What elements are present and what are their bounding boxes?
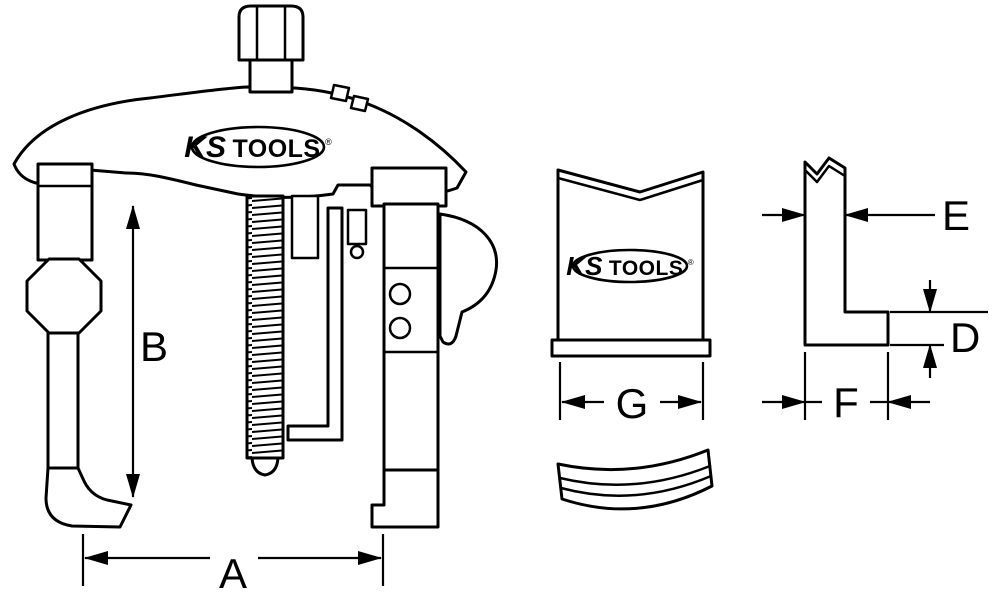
logo-ks: KS — [566, 251, 603, 281]
jaw-base — [550, 338, 712, 358]
logo-oval — [571, 248, 689, 284]
hex-facet-lines — [255, 5, 287, 61]
right-arm-head — [370, 166, 448, 208]
dimension-d: D — [890, 280, 988, 378]
jaw-break-line — [556, 176, 705, 202]
spindle-tip — [250, 456, 280, 477]
spindle-threads — [247, 196, 283, 458]
logo-text: KS TOOLS ® — [566, 251, 693, 281]
jaw-side-profile — [803, 156, 890, 347]
dim-g-extension-lines — [558, 362, 705, 420]
curved-segment-inner-line — [558, 464, 712, 486]
dimension-f: F — [762, 352, 930, 426]
logo-text: KS TOOLS ® — [184, 131, 332, 164]
left-arm-knob — [25, 257, 103, 335]
curved-segment-inner-line — [559, 474, 713, 497]
right-arm-cam — [438, 212, 499, 346]
right-arm-pin — [388, 316, 412, 340]
dim-label-d: D — [950, 314, 980, 361]
puller-front-view: KS TOOLS ® — [12, 4, 499, 529]
hub-block — [290, 194, 320, 260]
logo-oval — [190, 125, 326, 169]
dim-a-extension-lines — [81, 534, 385, 586]
jaw-side-break-line — [803, 164, 847, 184]
clamp-stub — [346, 208, 368, 246]
left-arm-hook — [44, 466, 133, 529]
beam-nub — [329, 83, 351, 103]
curved-segment-view — [556, 448, 714, 511]
dimension-e: E — [762, 192, 970, 239]
beam-nub — [349, 94, 370, 113]
dim-label-f: F — [833, 379, 859, 426]
dim-label-e: E — [942, 192, 970, 239]
logo-ks: KS — [184, 131, 226, 164]
jaw-side-view — [803, 156, 890, 347]
right-arm-body — [382, 202, 440, 472]
logo-tools: TOOLS — [232, 135, 320, 163]
logo-registered-mark: ® — [688, 258, 694, 267]
dimension-b: B — [126, 205, 168, 498]
dimension-g: G — [558, 362, 705, 427]
curved-segment-outline — [556, 448, 714, 511]
dim-label-b: B — [140, 323, 168, 370]
logo-tools: TOOLS — [609, 257, 683, 280]
spindle-strap — [286, 206, 344, 442]
jaw-front-view: KS TOOLS ® — [550, 168, 712, 358]
dim-label-a: A — [219, 550, 247, 595]
right-arm-plate-lines — [382, 266, 440, 354]
hex-bolt-head — [237, 4, 305, 62]
dim-label-g: G — [616, 380, 649, 427]
dimension-a: A — [81, 534, 385, 595]
right-arm-pin — [388, 282, 412, 306]
ks-tools-logo-jaw: KS TOOLS ® — [566, 248, 694, 284]
clamp-screw — [349, 244, 365, 260]
ks-tools-logo-beam: KS TOOLS ® — [184, 125, 332, 169]
bolt-neck — [248, 56, 294, 94]
right-arm-hook — [370, 468, 440, 529]
logo-registered-mark: ® — [325, 137, 332, 147]
left-arm-block — [36, 162, 94, 262]
